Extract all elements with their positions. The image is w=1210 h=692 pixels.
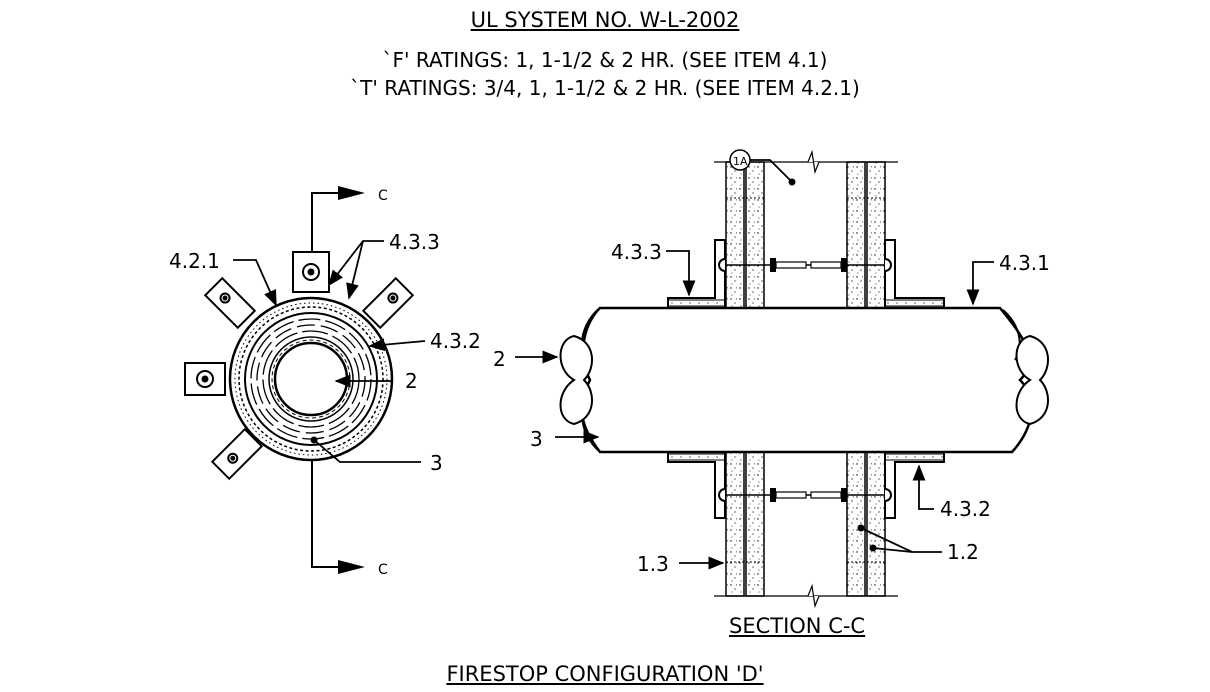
plan-leaders: [233, 240, 426, 463]
plan-label-4-2-1: 4.2.1: [169, 249, 220, 273]
plan-pipe: [273, 341, 349, 417]
section-brackets-upper: [667, 239, 945, 309]
plan-brackets: [184, 251, 415, 481]
bracket-upper-right: [361, 276, 415, 330]
plan-label-4-3-3: 4.3.3: [389, 230, 440, 254]
system-title: UL SYSTEM NO. W-L-2002: [470, 8, 740, 32]
bracket-upper-left: [203, 276, 257, 330]
section-label-1-2: 1.2: [947, 540, 979, 564]
section-label-1a: 1A: [733, 155, 748, 168]
plan-labels: C C 4.2.1 4.3.3 4.3.2 2 3: [169, 188, 481, 578]
section-marker-top: C: [378, 188, 388, 204]
configuration-caption: FIRESTOP CONFIGURATION 'D': [446, 662, 764, 686]
section-leaders: [515, 149, 994, 570]
section-label-4-3-3: 4.3.3: [611, 240, 662, 264]
plan-label-4-3-2: 4.3.2: [430, 329, 481, 353]
plan-view: [184, 186, 415, 574]
plan-label-2: 2: [405, 369, 418, 393]
section-label-1-3: 1.3: [637, 552, 669, 576]
section-caption: SECTION C-C: [729, 614, 866, 638]
plan-label-3: 3: [430, 451, 443, 475]
section-pipe: [559, 306, 1050, 454]
wall-studs-upper: [725, 161, 886, 309]
f-ratings-line: `F' RATINGS: 1, 1-1/2 & 2 HR. (SEE ITEM …: [382, 48, 828, 72]
bracket-lower-left: [210, 427, 264, 481]
wall-studs-lower: [725, 451, 886, 597]
section-label-2: 2: [493, 347, 506, 371]
section-marker-bottom: C: [378, 562, 388, 578]
section-labels: 1A 4.3.3 4.3.1 2 3 4.3.2 1.3 1.2: [493, 155, 1050, 576]
section-label-3: 3: [530, 427, 543, 451]
section-label-4-3-2: 4.3.2: [940, 497, 991, 521]
section-brackets-lower: [667, 451, 945, 519]
section-arrow-bottom: [338, 560, 365, 574]
t-ratings-line: `T' RATINGS: 3/4, 1, 1-1/2 & 2 HR. (SEE …: [350, 76, 860, 100]
section-cut-line: [311, 186, 365, 574]
section-view: [559, 149, 1050, 609]
section-arrow-top: [338, 186, 365, 200]
section-label-4-3-1: 4.3.1: [999, 251, 1050, 275]
